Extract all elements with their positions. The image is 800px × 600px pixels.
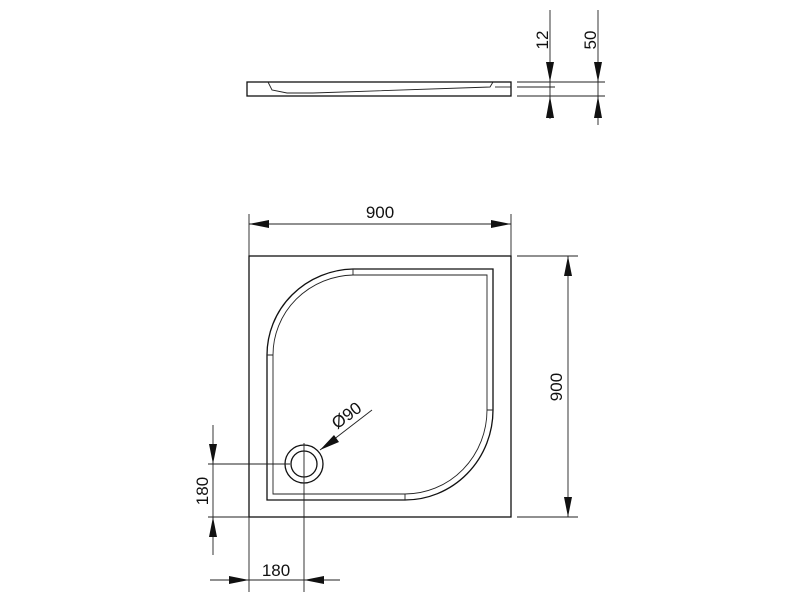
width-dimension-line — [248, 214, 512, 256]
dim-drain-x-180: 180 — [262, 561, 290, 580]
tray-outline — [248, 255, 512, 518]
side-dimension-lines — [549, 10, 599, 125]
basin-inner-edge — [272, 274, 488, 495]
dim-rim-12: 12 — [533, 31, 552, 50]
top-view: 900 900 180 180 Ø90 — [193, 203, 578, 592]
side-view: 12 50 — [246, 10, 605, 125]
depth-dimension-line — [517, 255, 578, 518]
side-profile-inner — [267, 81, 494, 94]
dim-width-900: 900 — [366, 203, 394, 222]
dim-depth-900: 900 — [547, 373, 566, 401]
dim-height-50: 50 — [581, 31, 600, 50]
dim-drain-diameter: Ø90 — [328, 398, 365, 433]
dim-drain-y-180: 180 — [193, 477, 212, 505]
side-profile — [246, 81, 512, 97]
basin-outer-edge — [266, 268, 494, 501]
side-extension-lines — [517, 81, 605, 97]
